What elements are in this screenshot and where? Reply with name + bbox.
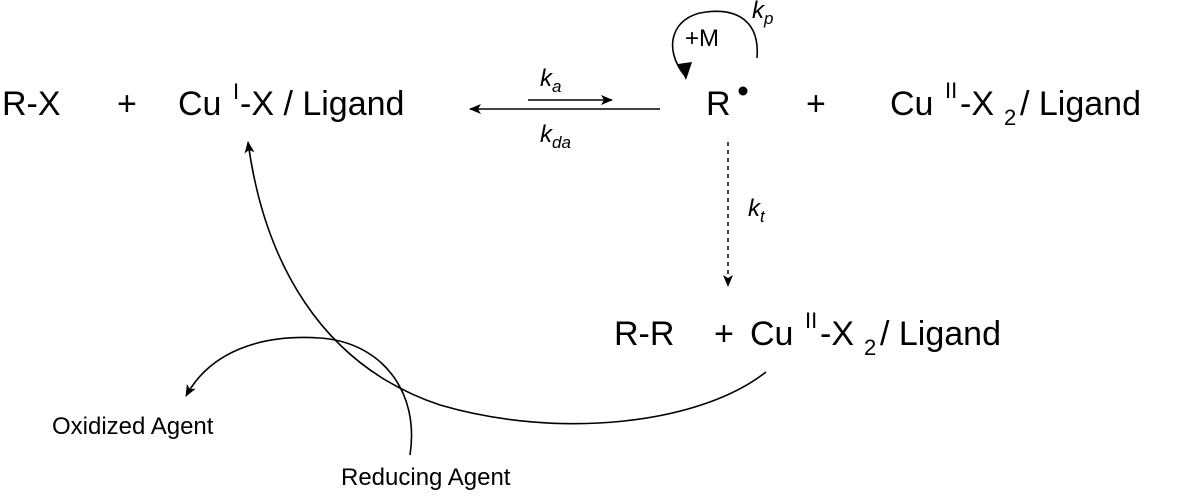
plus-sign-1: + [117, 85, 137, 123]
cu-ii-x-text: -X [960, 85, 994, 123]
cu-ii-bottom-subscript: 2 [864, 335, 876, 360]
cu-ii-base: Cu [890, 85, 933, 123]
cu-ii-subscript: 2 [1004, 105, 1016, 130]
oxidized-agent-label: Oxidized Agent [52, 413, 214, 440]
cu-ii-complex-top: Cu II -X 2 / Ligand [890, 78, 1141, 130]
plus-sign-3: + [714, 315, 734, 353]
kda-label: kda [540, 121, 571, 152]
kp-label: kp [752, 0, 773, 28]
reducing-agent-arrow [185, 336, 413, 456]
cu-ii-complex-bottom: Cu II -X 2 / Ligand [750, 308, 1001, 360]
regeneration-arrow [244, 141, 767, 425]
radical-label: R [706, 85, 731, 123]
cu-i-ligand-text: -X / Ligand [240, 85, 404, 123]
radical-dot-icon [738, 86, 748, 96]
cu-i-base: Cu [178, 85, 221, 123]
cu-ii-bottom-oxidation-state: II [805, 308, 817, 333]
propagation-arrowhead-icon [678, 62, 692, 80]
cu-ii-ligand-text: / Ligand [1020, 85, 1141, 123]
monomer-label: +M [685, 25, 719, 52]
cu-ii-bottom-x-text: -X [820, 315, 854, 353]
propagation-loop-arrow [671, 10, 758, 77]
plus-sign-2: + [806, 85, 826, 123]
alkyl-halide-label: R-X [2, 85, 61, 123]
ka-label: ka [540, 65, 561, 96]
cu-ii-oxidation-state: II [945, 78, 957, 103]
kt-label: kt [748, 195, 766, 226]
cu-i-complex: Cu I -X / Ligand [178, 79, 404, 123]
coupled-product-label: R-R [614, 315, 674, 353]
cu-i-oxidation-state: I [233, 79, 239, 104]
cu-ii-bottom-base: Cu [750, 315, 793, 353]
reducing-agent-label: Reducing Agent [341, 464, 511, 491]
cu-ii-bottom-ligand-text: / Ligand [880, 315, 1001, 353]
